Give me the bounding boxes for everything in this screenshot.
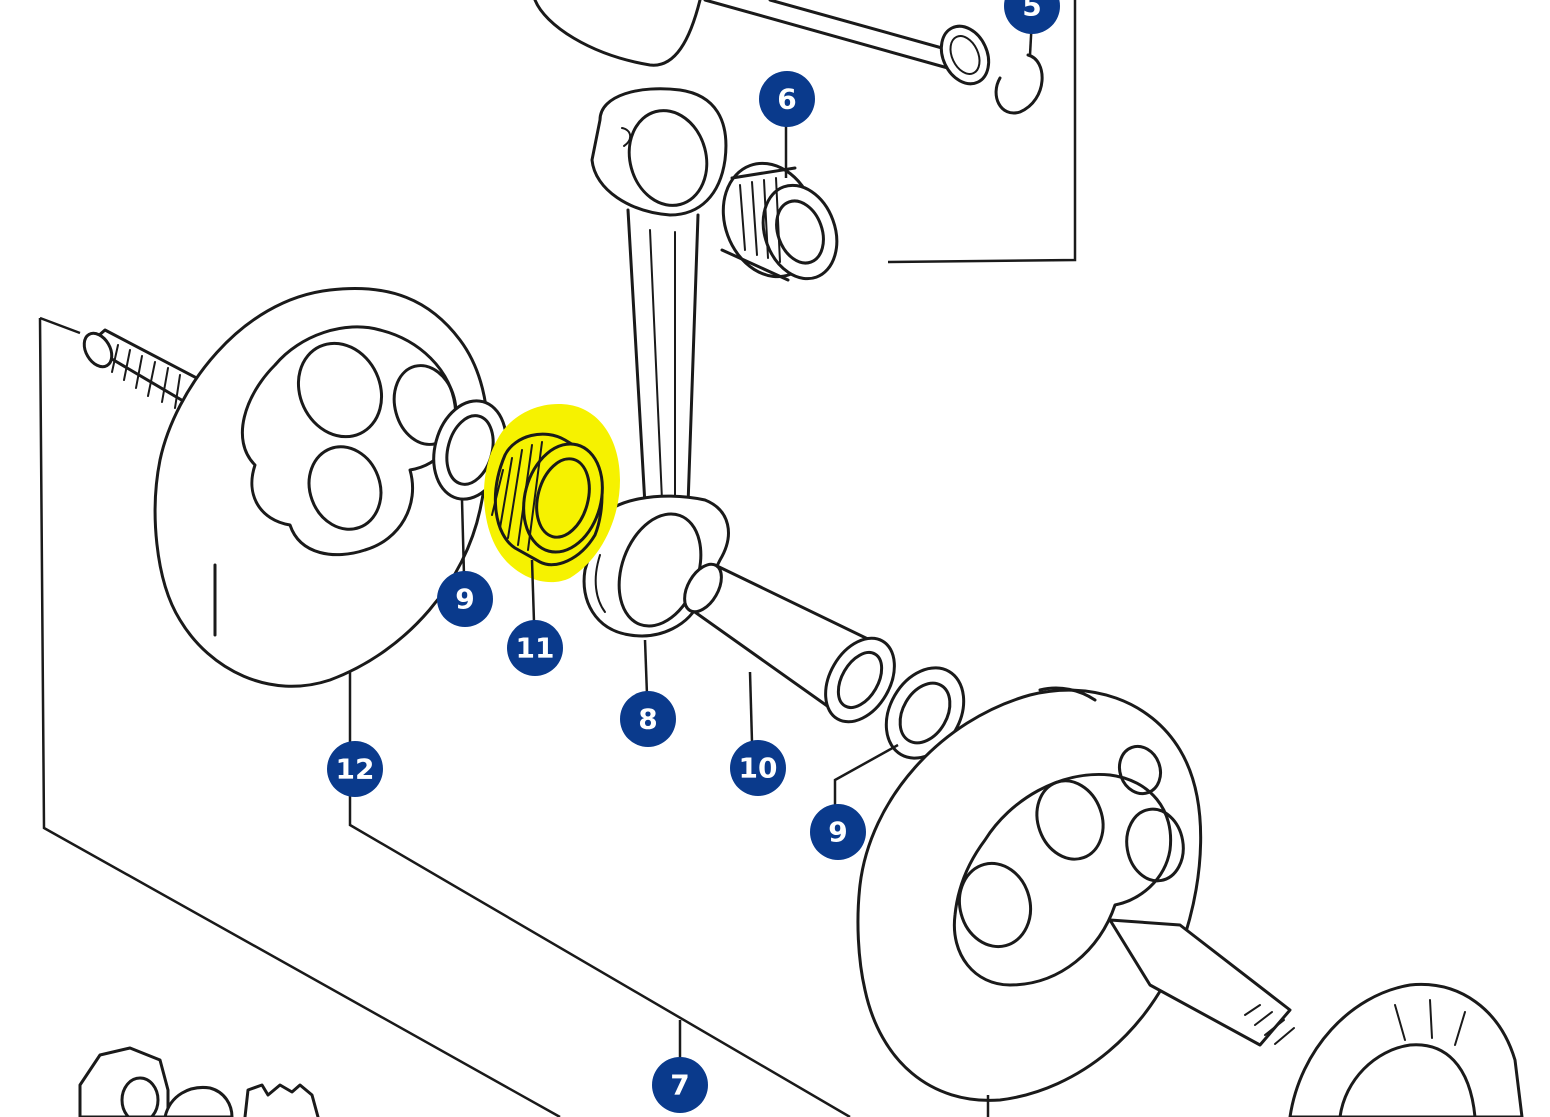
callout-11-circle <box>507 620 563 676</box>
callout-6: 6 <box>759 71 815 127</box>
callout-9-left: 9 <box>437 571 493 627</box>
assembly-bracket-upper <box>887 0 1077 264</box>
callout-7: 7 <box>652 1057 708 1113</box>
callout-10: 10 <box>730 740 786 796</box>
callout-6-label: 6 <box>777 83 796 116</box>
callout-5-label: 5 <box>1022 0 1041 23</box>
circlip <box>994 53 1044 115</box>
callout-8-label: 8 <box>638 703 657 736</box>
callout-12: 12 <box>327 741 383 797</box>
callout-5: 5 <box>1004 0 1060 34</box>
callout-12-label: 12 <box>336 753 375 786</box>
callout-9-left-label: 9 <box>455 583 474 616</box>
callout-7-circle <box>652 1057 708 1113</box>
callout-9-right-circle <box>810 804 866 860</box>
big-end-bearing-highlighted <box>483 404 620 583</box>
callout-8: 8 <box>620 691 676 747</box>
callout-9-right-label: 9 <box>828 816 847 849</box>
piston-fragment <box>533 0 702 67</box>
crank-pin <box>683 562 896 724</box>
small-end-bearing <box>720 161 839 282</box>
callout-10-circle <box>730 740 786 796</box>
ball-bearing <box>1288 982 1524 1117</box>
leader-lines <box>38 17 1034 1117</box>
piston-pin <box>703 0 991 86</box>
callout-8-circle <box>620 691 676 747</box>
callout-6-circle <box>759 71 815 127</box>
callout-9-right: 9 <box>810 804 866 860</box>
callout-9-left-circle <box>437 571 493 627</box>
callout-10-label: 10 <box>739 752 778 785</box>
crank-web-left <box>82 286 490 688</box>
connecting-rod <box>582 87 730 638</box>
nut-and-gear <box>78 1046 320 1117</box>
callout-11-label: 11 <box>516 632 555 665</box>
callout-7-label: 7 <box>670 1069 689 1102</box>
crank-web-right <box>856 686 1295 1102</box>
callout-5-circle <box>1004 0 1060 34</box>
callout-11: 11 <box>507 620 563 676</box>
callout-12-circle <box>327 741 383 797</box>
